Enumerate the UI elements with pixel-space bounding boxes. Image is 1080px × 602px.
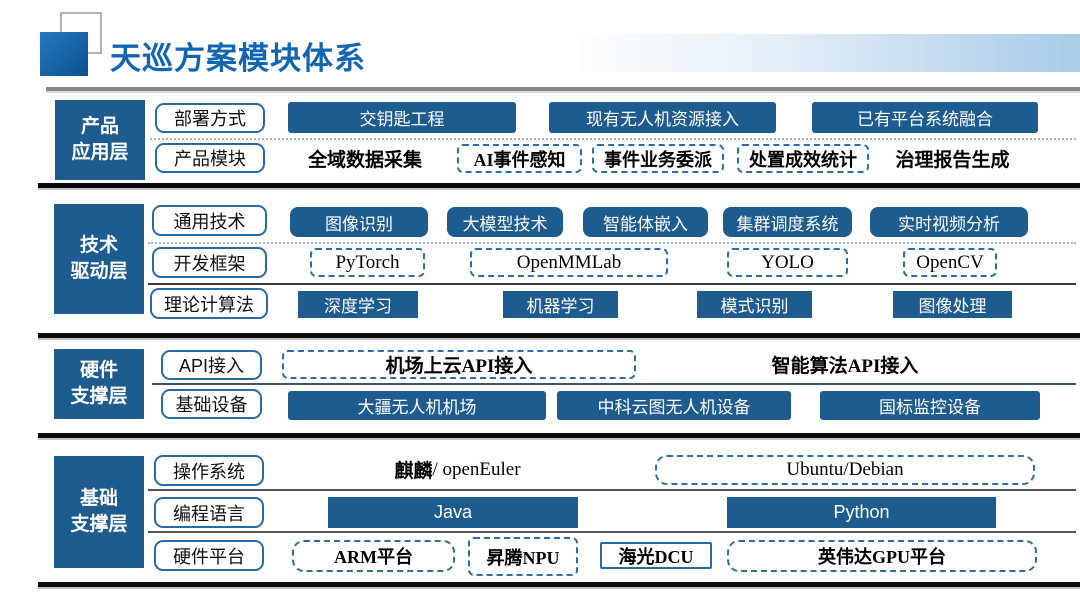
- item-turnkey-project: 交钥匙工程: [288, 102, 516, 133]
- layer1-row-divider: [150, 138, 1076, 140]
- layer1-label-line1: 产品: [80, 116, 119, 138]
- category-programming-language: 编程语言: [154, 497, 264, 528]
- page-title: 天巡方案模块体系: [110, 41, 366, 76]
- category-hardware-platform: 硬件平台: [154, 540, 264, 571]
- item-existing-drone-integration: 现有无人机资源接入: [549, 102, 776, 133]
- layer4-label-line1: 基础: [79, 488, 118, 510]
- layer3-row-divider: [152, 383, 1076, 385]
- category-theory-algorithm: 理论计算法: [150, 288, 268, 319]
- item-ubuntu-debian: Ubuntu/Debian: [655, 455, 1035, 485]
- category-dev-framework: 开发框架: [152, 247, 267, 278]
- category-api-access: API接入: [161, 350, 262, 380]
- item-full-domain-data-collection: 全域数据采集: [307, 150, 422, 171]
- category-basic-equipment: 基础设备: [161, 389, 262, 419]
- category-operating-system: 操作系统: [154, 455, 264, 486]
- item-gb-surveillance-device: 国标监控设备: [820, 391, 1040, 420]
- category-deployment-mode: 部署方式: [155, 103, 265, 133]
- item-agent-embedding: 智能体嵌入: [583, 207, 708, 237]
- layer-divider-3: [38, 433, 1080, 438]
- layer2-label-line1: 技术: [79, 235, 118, 257]
- category-general-tech: 通用技术: [152, 205, 267, 236]
- layer3-label-line1: 硬件: [79, 360, 118, 382]
- category-product-modules: 产品模块: [155, 143, 265, 173]
- item-pytorch: PyTorch: [310, 248, 425, 277]
- item-dji-drone-dock: 大疆无人机机场: [288, 391, 546, 420]
- layer-divider-2: [38, 333, 1080, 338]
- layer4-label-line2: 支撑层: [70, 514, 128, 535]
- layer2-row-divider-1: [148, 242, 1076, 244]
- item-event-task-delegation: 事件业务委派: [592, 144, 724, 173]
- layer-divider-1: [38, 183, 1080, 188]
- layer3-label-line2: 支撑层: [70, 386, 128, 407]
- item-ai-algorithm-api: 智能算法API接入: [771, 356, 919, 377]
- item-zkyt-drone-device: 中科云图无人机设备: [557, 391, 791, 420]
- header-divider: [46, 87, 1080, 91]
- item-hygon-dcu: 海光DCU: [600, 542, 712, 569]
- item-nvidia-gpu-platform: 英伟达GPU平台: [727, 540, 1037, 572]
- item-kylin-openeuler-latin: / openEuler: [432, 458, 521, 480]
- layer2-label-line2: 驱动层: [70, 261, 128, 282]
- item-yolo: YOLO: [727, 248, 848, 277]
- item-image-recognition: 图像识别: [290, 207, 428, 237]
- layer4-label: 基础 支撑层: [54, 456, 144, 568]
- item-kylin-openeuler-cjk: 麒麟: [394, 461, 433, 482]
- item-opencv: OpenCV: [903, 248, 997, 277]
- layer2-label: 技术 驱动层: [54, 204, 144, 314]
- item-airport-cloud-api: 机场上云API接入: [282, 350, 636, 379]
- header-gradient-bar: [578, 34, 1080, 72]
- layer-divider-4: [38, 582, 1080, 587]
- item-governance-report: 治理报告生成: [895, 150, 1010, 171]
- layer1-label: 产品 应用层: [55, 100, 145, 180]
- item-machine-learning: 机器学习: [503, 291, 618, 318]
- layer2-row-divider-2: [148, 283, 1076, 285]
- item-python: Python: [727, 497, 996, 528]
- item-deep-learning: 深度学习: [298, 291, 418, 318]
- item-existing-platform-fusion: 已有平台系统融合: [812, 102, 1038, 133]
- logo-square: [40, 32, 88, 76]
- item-large-model-tech: 大模型技术: [447, 207, 563, 237]
- layer1-label-line2: 应用层: [71, 142, 129, 163]
- item-pattern-recognition: 模式识别: [697, 291, 812, 318]
- item-image-processing: 图像处理: [893, 291, 1012, 318]
- item-java: Java: [328, 497, 578, 528]
- item-ascend-npu: 昇腾NPU: [468, 537, 578, 576]
- item-cluster-scheduling: 集群调度系统: [723, 207, 852, 237]
- item-ai-event-sensing: AI事件感知: [457, 144, 582, 173]
- layer4-row-divider-2: [148, 531, 1076, 533]
- item-arm-platform: ARM平台: [292, 540, 455, 572]
- item-disposal-statistics: 处置成效统计: [737, 144, 869, 173]
- item-realtime-video-analysis: 实时视频分析: [870, 207, 1028, 237]
- layer3-label: 硬件 支撑层: [54, 349, 144, 419]
- item-openmmlab: OpenMMLab: [470, 248, 668, 277]
- layer4-row-divider-1: [148, 489, 1076, 491]
- item-kylin-openeuler: 麒麟/ openEuler: [375, 456, 540, 483]
